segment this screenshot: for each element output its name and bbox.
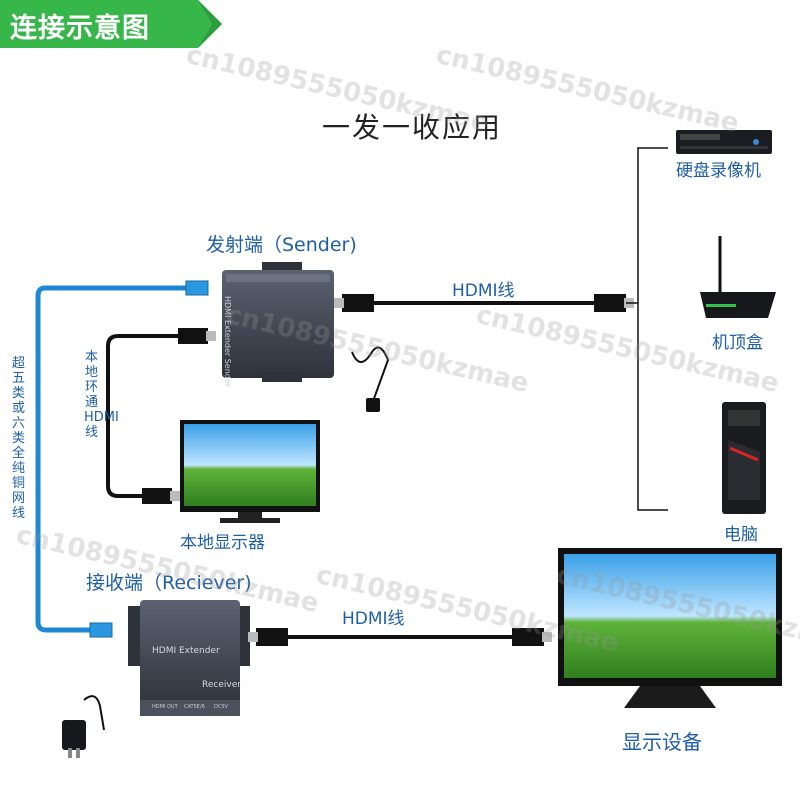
stb-label: 机顶盒 xyxy=(712,333,763,353)
hdmi-plug-source xyxy=(594,294,626,312)
network-cable-label: 超五类或六类全纯铜网线 xyxy=(11,356,25,521)
receiver-device-subtext: Receiver xyxy=(202,680,241,690)
hdmi-cable-top-label: HDMI线 xyxy=(452,281,515,301)
dvr-device xyxy=(676,130,772,154)
local-monitor xyxy=(180,420,320,523)
dvr-label: 硬盘录像机 xyxy=(676,161,761,181)
receiver-label: 接收端（Reciever) xyxy=(86,572,252,594)
local-hdmi-cable xyxy=(106,334,178,498)
banner-title: 连接示意图 xyxy=(10,13,150,44)
display-label: 显示设备 xyxy=(622,730,702,754)
local-hdmi-cable-label: 本地环通HDMI线 xyxy=(84,350,119,440)
sender-device xyxy=(222,262,334,382)
hdmi-plug-local-bottom xyxy=(142,488,172,504)
source-bracket xyxy=(626,147,668,511)
pc-device xyxy=(722,402,766,514)
hdmi-plug-local-top xyxy=(178,328,208,344)
sender-label: 发射端（Sender) xyxy=(206,234,357,256)
power-cable-sender xyxy=(351,346,390,405)
network-cable xyxy=(35,285,186,633)
banner: 连接示意图 xyxy=(0,0,222,48)
receiver-device xyxy=(128,600,250,716)
hdmi-cable-bottom-label: HDMI线 xyxy=(342,609,405,629)
diagram-title: 一发一收应用 xyxy=(322,111,503,144)
banner-shape xyxy=(0,0,222,48)
rj45-connector-bottom xyxy=(89,622,113,638)
rj45-connector-top xyxy=(185,280,209,296)
hdmi-plug-receiver xyxy=(256,628,288,646)
receiver-port-cat: CAT5E/6 xyxy=(184,704,205,710)
display-monitor xyxy=(558,548,782,708)
stb-device xyxy=(700,236,776,318)
hdmi-plug-sender xyxy=(342,294,374,312)
receiver-port-hdmi: HDMI OUT xyxy=(152,704,178,710)
hdmi-plug-display xyxy=(512,628,544,646)
receiver-port-dc: DC5V xyxy=(214,704,228,710)
local-monitor-label: 本地显示器 xyxy=(180,533,265,553)
pc-label: 电脑 xyxy=(724,525,758,545)
receiver-device-text: HDMI Extender xyxy=(152,646,220,656)
power-cable-receiver xyxy=(83,695,105,731)
